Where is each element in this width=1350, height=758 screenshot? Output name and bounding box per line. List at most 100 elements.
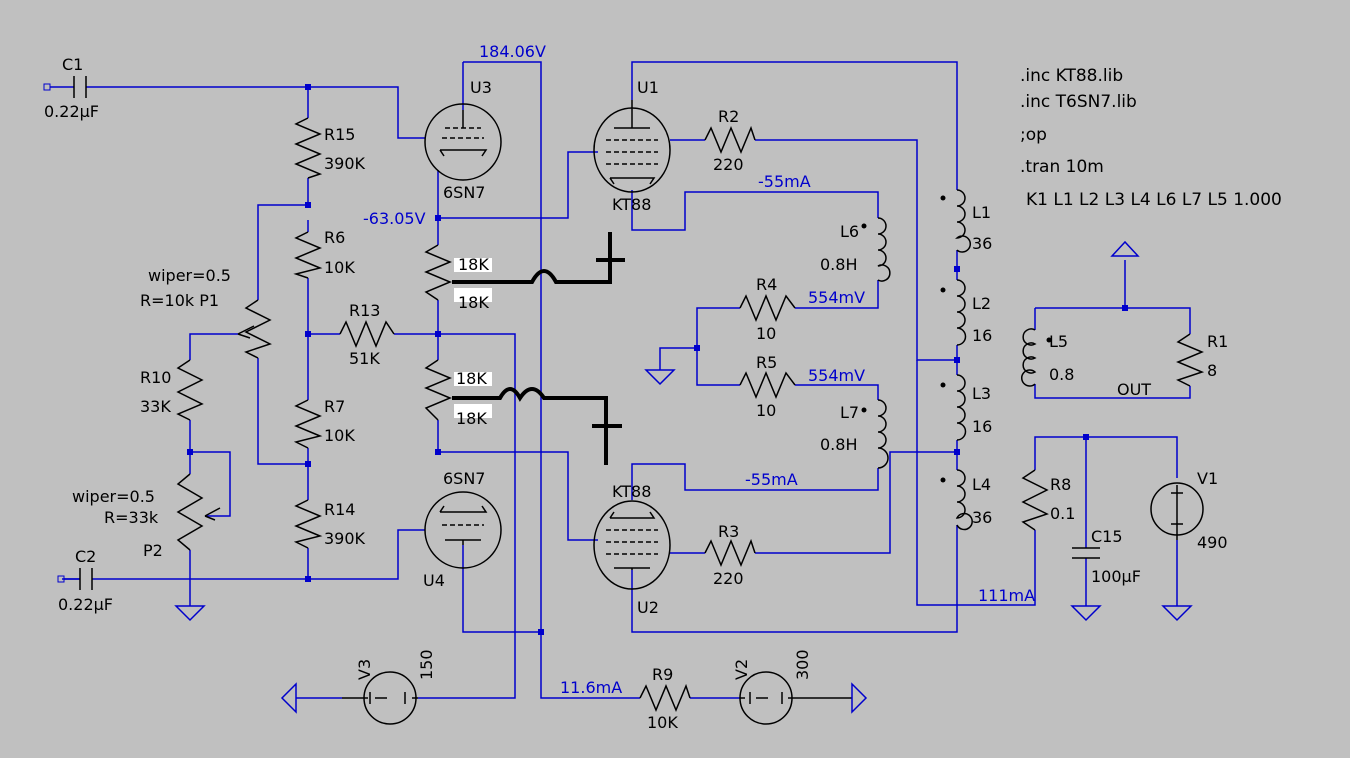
resistor-r8[interactable] [1021, 469, 1049, 531]
voltage-source-v2[interactable] [739, 671, 868, 725]
label-r7-name: R7 [324, 397, 345, 416]
resistor-r1[interactable] [1176, 333, 1205, 387]
label-bias-pot-bottom-a: 18K [456, 369, 487, 388]
resistor-r15[interactable] [294, 117, 323, 179]
directive-coupling: K1 L1 L2 L3 L4 L6 L7 L5 1.000 [1026, 190, 1282, 210]
label-p1-wiper: wiper=0.5 [148, 266, 231, 285]
directive-op: ;op [1020, 125, 1047, 145]
resistor-r7[interactable] [293, 399, 323, 449]
label-l3-value: 16 [972, 417, 992, 436]
potentiometer-p2[interactable] [176, 473, 221, 551]
output-flag[interactable] [1110, 240, 1140, 257]
potentiometer-bias-bottom[interactable] [424, 359, 492, 421]
label-l6-value: 0.8H [820, 255, 857, 274]
label-u4-name: U4 [423, 571, 445, 590]
label-l7-name: L7 [840, 403, 859, 422]
inductor-l1[interactable] [940, 189, 972, 253]
label-r4-name: R4 [756, 275, 777, 294]
resistor-r13[interactable] [339, 320, 395, 348]
label-v1-value: 490 [1197, 533, 1228, 552]
directive-inc-kt88: .inc KT88.lib [1020, 66, 1123, 86]
label-r10-name: R10 [140, 368, 171, 387]
resistor-r5[interactable] [739, 371, 796, 399]
inductor-l2[interactable] [940, 279, 967, 346]
label-l6-name: L6 [840, 222, 859, 241]
label-r5-name: R5 [756, 353, 777, 372]
component-labels: C1 0.22µF C2 0.22µF R15 390K R6 10K R13 … [44, 55, 1228, 732]
label-bias-pot-top-a: 18K [458, 255, 489, 274]
label-r13-name: R13 [349, 301, 380, 320]
spice-directives[interactable]: .inc KT88.lib .inc T6SN7.lib ;op .tran 1… [1020, 66, 1282, 210]
label-out: OUT [1117, 380, 1151, 399]
label-c1-name: C1 [62, 55, 83, 74]
resistor-r4[interactable] [739, 294, 796, 322]
label-l2-value: 16 [972, 326, 992, 345]
label-r15-name: R15 [324, 125, 355, 144]
probe-labels: 184.06V -63.05V -55mA 554mV 554mV -55mA … [363, 42, 1035, 697]
capacitor-c15[interactable] [1072, 547, 1100, 559]
probe-voltage-bias: -63.05V [363, 209, 426, 228]
label-c2-name: C2 [75, 547, 96, 566]
label-u2-name: U2 [637, 598, 659, 617]
label-r7-value: 10K [324, 426, 355, 445]
label-r15-value: 390K [324, 154, 366, 173]
tube-u4[interactable] [424, 491, 502, 569]
ground-symbol [174, 605, 206, 622]
capacitor-c1[interactable] [43, 76, 87, 98]
label-r3-name: R3 [718, 522, 739, 541]
wire-network[interactable] [62, 61, 1191, 699]
inductor-l5[interactable] [1020, 328, 1052, 387]
label-v1-name: V1 [1197, 469, 1218, 488]
label-l3-name: L3 [972, 384, 991, 403]
label-v3-value: 150 [417, 649, 436, 680]
label-l5-name: L5 [1049, 332, 1068, 351]
label-v2-name: V2 [732, 659, 751, 680]
potentiometer-p1[interactable] [237, 299, 272, 359]
tube-u1[interactable] [593, 100, 671, 193]
label-u2-model: KT88 [612, 482, 651, 501]
label-r6-name: R6 [324, 228, 345, 247]
probe-current-top: -55mA [758, 172, 811, 191]
label-p1-r: R=10k P1 [140, 291, 219, 310]
label-l2-name: L2 [972, 294, 991, 313]
ground-symbol [1070, 605, 1102, 622]
label-u1-name: U1 [637, 78, 659, 97]
label-r10-value: 33K [140, 397, 171, 416]
label-r14-name: R14 [324, 500, 355, 519]
tube-u2[interactable] [593, 500, 671, 590]
label-p2-wiper: wiper=0.5 [72, 487, 155, 506]
probe-current-supply: 111mA [978, 586, 1035, 605]
probe-voltage-r5: 554mV [808, 366, 865, 385]
resistor-r3[interactable] [704, 538, 756, 567]
label-c15-name: C15 [1091, 527, 1123, 546]
label-p2-r: R=33k [104, 508, 159, 527]
resistor-r6[interactable] [293, 231, 323, 279]
label-u4-model: 6SN7 [443, 469, 485, 488]
probe-voltage-plate: 184.06V [479, 42, 546, 61]
label-r8-name: R8 [1050, 475, 1071, 494]
label-p2-name: P2 [143, 541, 163, 560]
voltage-source-v3[interactable] [280, 671, 418, 725]
inductor-l4[interactable] [940, 469, 973, 531]
capacitor-c2[interactable] [57, 568, 93, 590]
inductor-l7[interactable] [861, 399, 889, 469]
potentiometer-bias-top[interactable] [424, 244, 492, 302]
directive-tran: .tran 10m [1020, 157, 1104, 177]
label-r1-value: 8 [1207, 361, 1217, 380]
inductor-l6[interactable] [861, 217, 891, 282]
resistor-r10[interactable] [176, 359, 204, 421]
tube-u3[interactable] [424, 103, 502, 181]
label-v2-value: 300 [793, 649, 812, 680]
label-l1-name: L1 [972, 203, 991, 222]
voltage-source-v1[interactable] [1150, 482, 1204, 540]
resistor-r14[interactable] [293, 499, 323, 549]
grid-stopper-wires[interactable] [452, 232, 625, 465]
label-r6-value: 10K [324, 258, 355, 277]
inductor-l3[interactable] [940, 374, 967, 441]
label-c1-value: 0.22µF [44, 102, 99, 121]
resistor-r9[interactable] [639, 683, 691, 712]
directive-inc-6sn7: .inc T6SN7.lib [1020, 92, 1137, 112]
resistor-r2[interactable] [704, 125, 756, 154]
label-r4-value: 10 [756, 324, 776, 343]
